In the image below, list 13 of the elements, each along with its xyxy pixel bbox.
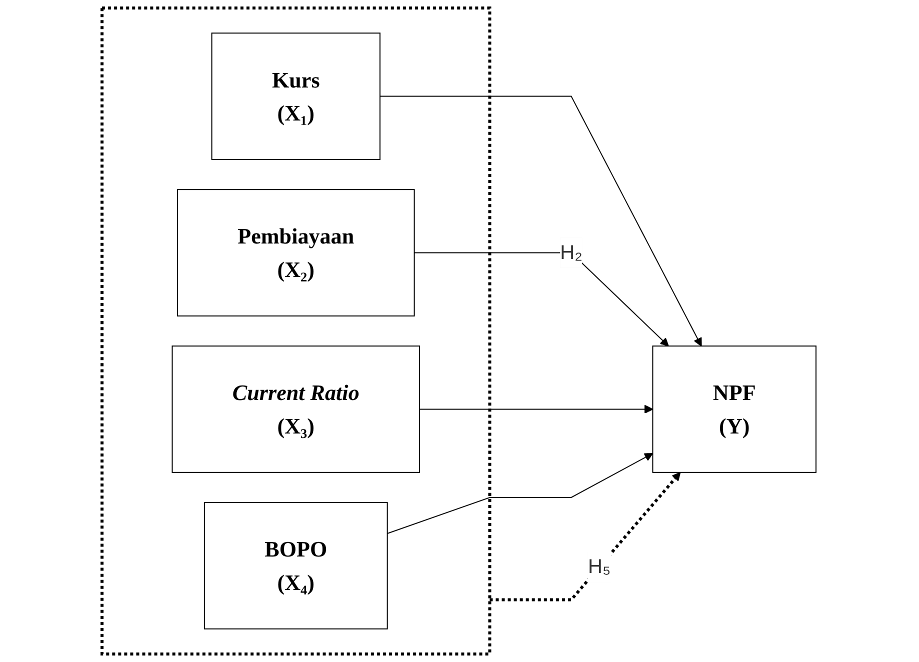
- arrow: [490, 472, 682, 602]
- node-box: [177, 189, 416, 316]
- arrow: [420, 404, 654, 414]
- edge-label: H₅: [588, 556, 612, 578]
- node-box: [212, 32, 381, 160]
- cluster: [101, 6, 492, 656]
- arrow: [388, 453, 654, 534]
- arrow: [414, 252, 670, 346]
- edge-label: H₂: [560, 242, 583, 264]
- node-box: [652, 346, 817, 473]
- arrow: [380, 96, 702, 346]
- node-box: [172, 346, 421, 473]
- node-box: [204, 502, 388, 630]
